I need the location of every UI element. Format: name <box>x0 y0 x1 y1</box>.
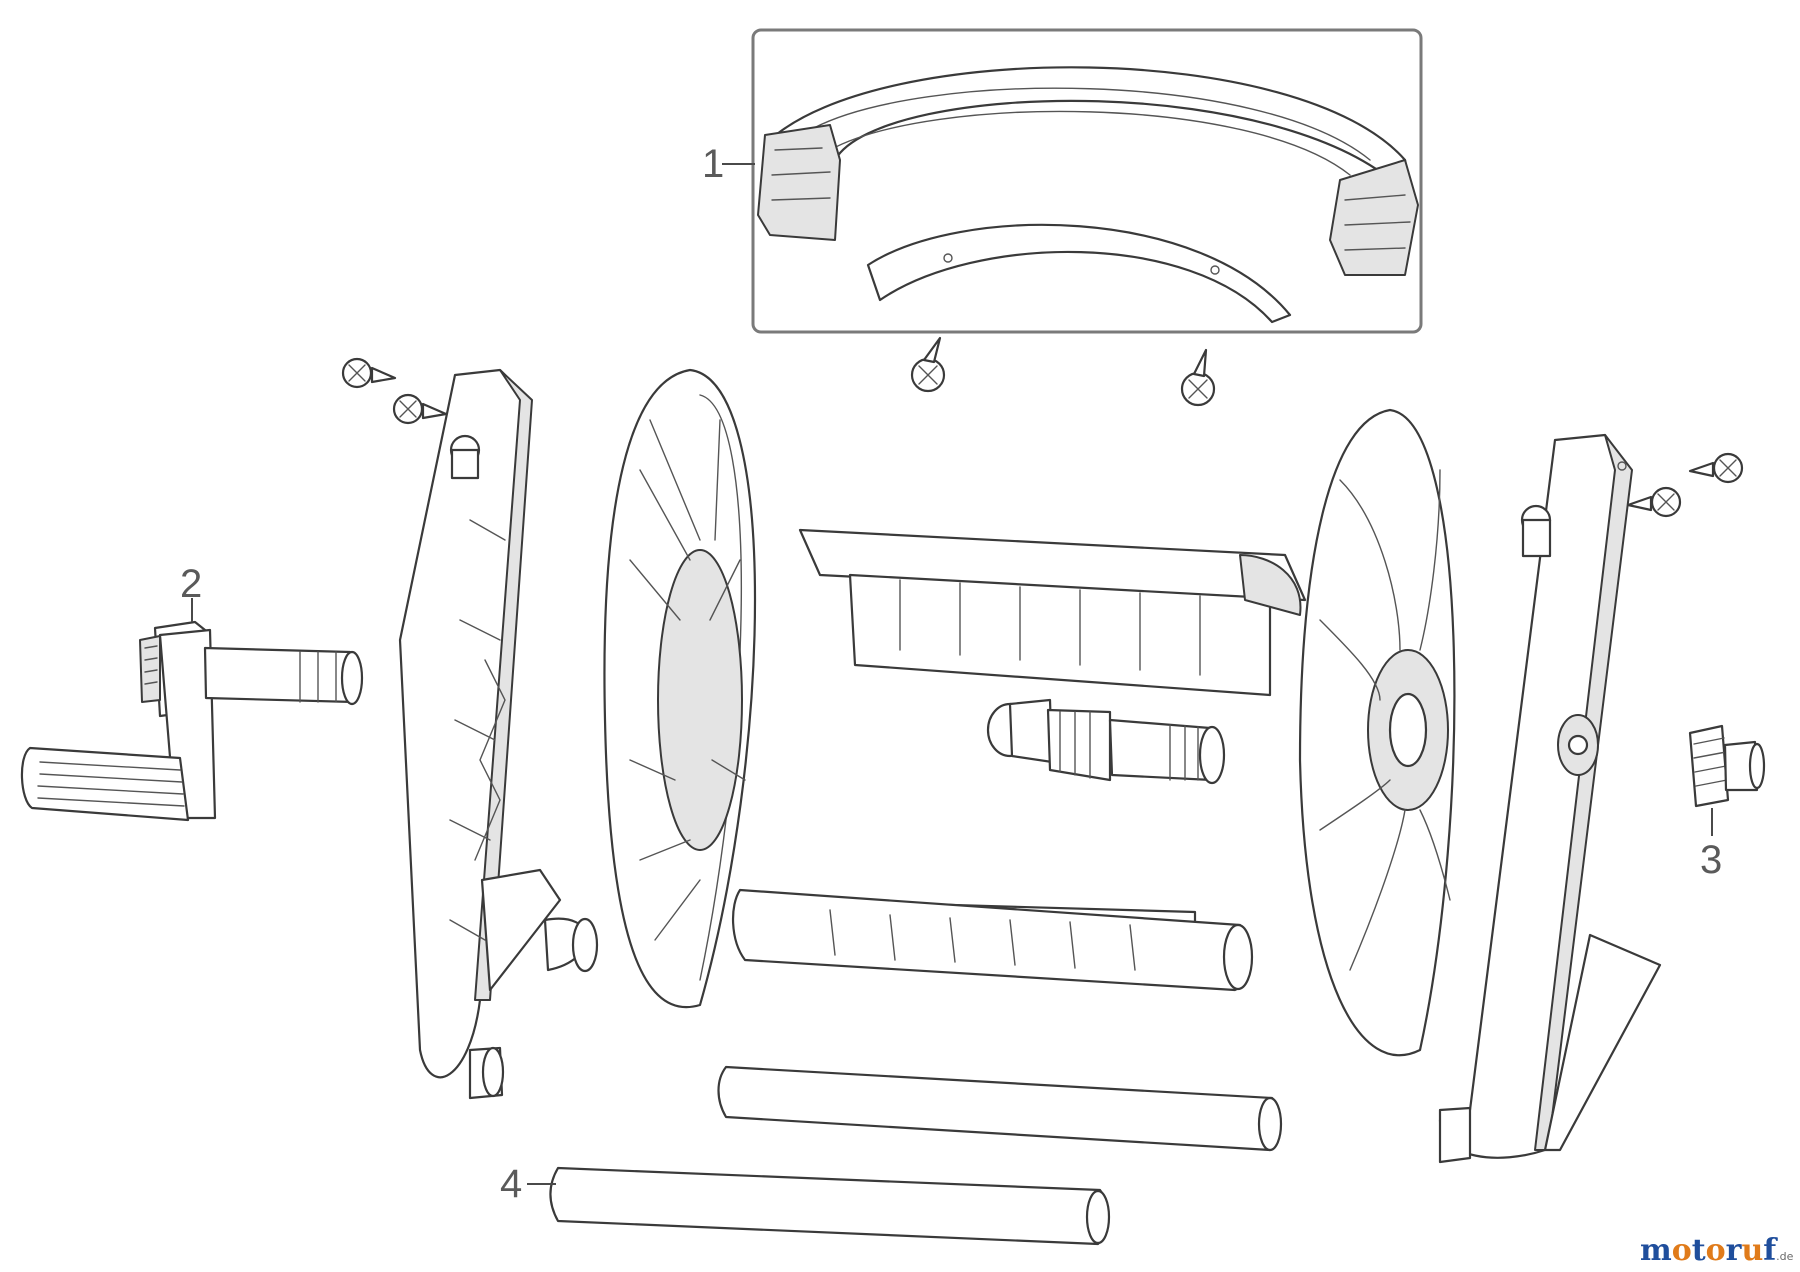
left-side-frame <box>398 368 599 1100</box>
screw-icon <box>341 357 397 389</box>
brand-watermark: motoruf.de <box>1640 1236 1793 1266</box>
screw-icon <box>392 393 448 425</box>
crank-handle <box>20 620 364 822</box>
axle-tubes <box>549 1065 1283 1246</box>
axle-tube-upper <box>717 1065 1282 1152</box>
left-reel-hub <box>657 549 743 851</box>
brand-logo-letter: f <box>1763 1233 1777 1268</box>
brand-logo: motoruf <box>1640 1233 1776 1268</box>
axle-tube-lower <box>549 1166 1110 1246</box>
brand-logo-letter: r <box>1725 1233 1742 1268</box>
hose-connector <box>1688 724 1766 808</box>
brand-logo-letter: t <box>1691 1233 1706 1268</box>
handle-assembly-frame <box>751 28 1423 334</box>
left-reel-disc <box>603 368 757 1009</box>
brand-logo-letter: u <box>1741 1233 1764 1268</box>
crank-grip <box>20 746 190 822</box>
callout-1: 1 <box>702 142 725 186</box>
handle-assembly <box>751 28 1423 334</box>
brand-logo-letter: m <box>1640 1233 1672 1268</box>
brand-logo-letter: o <box>1671 1233 1692 1268</box>
handle-arch <box>768 66 1414 202</box>
reel-bars <box>731 528 1307 992</box>
callout-3: 3 <box>1700 838 1723 882</box>
right-frame-foot <box>1543 933 1662 1152</box>
callout-4: 4 <box>500 1162 523 1206</box>
screw-icon <box>1688 452 1744 484</box>
handle-left-end <box>757 124 841 241</box>
crank-shaft <box>203 646 356 704</box>
handle-cover-strip <box>866 223 1292 324</box>
brand-tld: .de <box>1776 1250 1794 1263</box>
screw-icon <box>1626 486 1682 518</box>
screw-icon <box>910 336 946 393</box>
upper-reel-bar <box>798 528 1307 602</box>
right-reel-disc <box>1298 408 1456 1057</box>
brand-logo-letter: o <box>1705 1233 1726 1268</box>
swivel-connector <box>986 698 1226 785</box>
callout-2: 2 <box>180 562 203 606</box>
left-frame-foot <box>480 868 562 992</box>
handle-right-end <box>1329 159 1419 276</box>
screws <box>341 336 1744 518</box>
right-side-frame <box>1438 433 1662 1164</box>
screw-icon <box>1180 348 1216 407</box>
